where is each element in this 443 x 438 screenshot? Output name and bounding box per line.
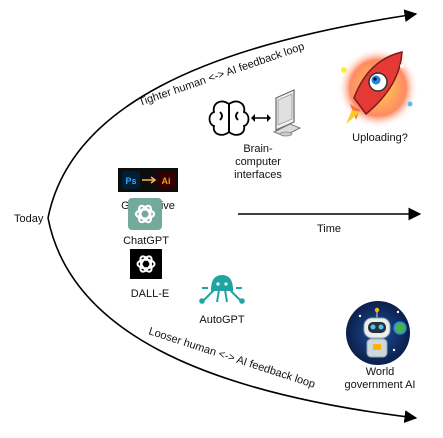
bidirectional-arrow-icon: [251, 114, 271, 122]
autogpt-label: AutoGPT: [199, 314, 245, 326]
bci-label-1: Brain-: [243, 143, 273, 155]
uploading-label: Uploading?: [352, 132, 408, 144]
tighter-loop-curve: [47, 9, 418, 219]
world-gov-label-2: government AI: [345, 379, 416, 391]
autogpt-icon: [199, 274, 245, 304]
chatgpt-label: ChatGPT: [123, 235, 169, 247]
time-label: Time: [317, 223, 341, 235]
robot-illustration: [346, 301, 410, 365]
dalle-label: DALL-E: [131, 288, 170, 300]
dalle-icon: [130, 249, 162, 279]
bci-label-3: interfaces: [234, 169, 282, 181]
chatgpt-icon: [128, 198, 162, 230]
looser-loop-curve: [47, 217, 418, 423]
svg-text:Ps: Ps: [125, 176, 136, 186]
generative-fill-icon: Ps Ai: [118, 168, 178, 192]
world-gov-label-1: World: [366, 366, 395, 378]
bci-label-2: computer: [235, 156, 281, 168]
today-label: Today: [14, 213, 44, 225]
computer-icon: [272, 89, 302, 137]
rocket-illustration: [338, 48, 418, 128]
brain-icon: [208, 100, 250, 136]
svg-text:Ai: Ai: [162, 176, 171, 186]
